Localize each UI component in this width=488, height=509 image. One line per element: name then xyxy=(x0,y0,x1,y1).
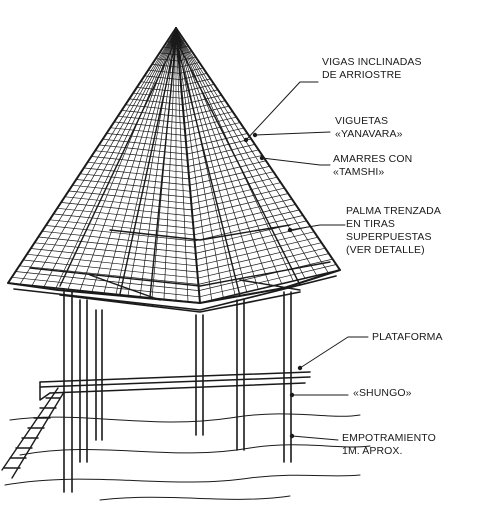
ground-lines xyxy=(4,413,371,501)
roof-thatch-hatching xyxy=(11,29,337,303)
leader-lines xyxy=(245,81,369,441)
label-shungo: «SHUNGO» xyxy=(353,387,412,399)
label-viguetas-yanavara: VIGUETAS«YANAVARA» xyxy=(335,115,403,140)
support-posts xyxy=(63,291,292,493)
leader-dots xyxy=(243,132,303,439)
label-plataforma: PLATAFORMA xyxy=(372,331,443,343)
eave-beams xyxy=(7,269,341,313)
label-amarres-tamshi: AMARRES CON«TAMSHI» xyxy=(333,153,413,178)
stairs xyxy=(1,387,65,479)
roof-rafters xyxy=(29,39,331,301)
platform-deck xyxy=(39,371,311,401)
